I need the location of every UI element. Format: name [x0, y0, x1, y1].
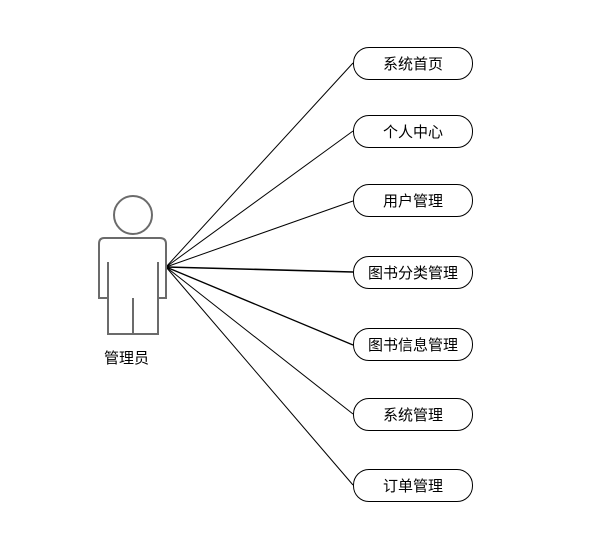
actor-label: 管理员	[104, 349, 150, 367]
usecase-order-management[interactable]: 订单管理	[353, 469, 473, 502]
association-line-2	[165, 130, 354, 268]
usecase-user-management[interactable]: 用户管理	[353, 184, 473, 217]
usecase-book-category-management[interactable]: 图书分类管理	[353, 256, 473, 289]
association-line-6	[165, 266, 354, 415]
association-line-1	[165, 62, 354, 268]
usecase-system-home[interactable]: 系统首页	[353, 47, 473, 80]
usecase-system-management[interactable]: 系统管理	[353, 398, 473, 431]
association-line-4	[165, 266, 354, 273]
usecase-book-info-management[interactable]: 图书信息管理	[353, 328, 473, 361]
person-icon	[98, 195, 167, 335]
association-line-3	[165, 200, 354, 268]
usecase-personal-center[interactable]: 个人中心	[353, 115, 473, 148]
association-line-7	[165, 266, 354, 486]
association-line-5	[165, 266, 354, 346]
association-lines	[165, 62, 354, 486]
